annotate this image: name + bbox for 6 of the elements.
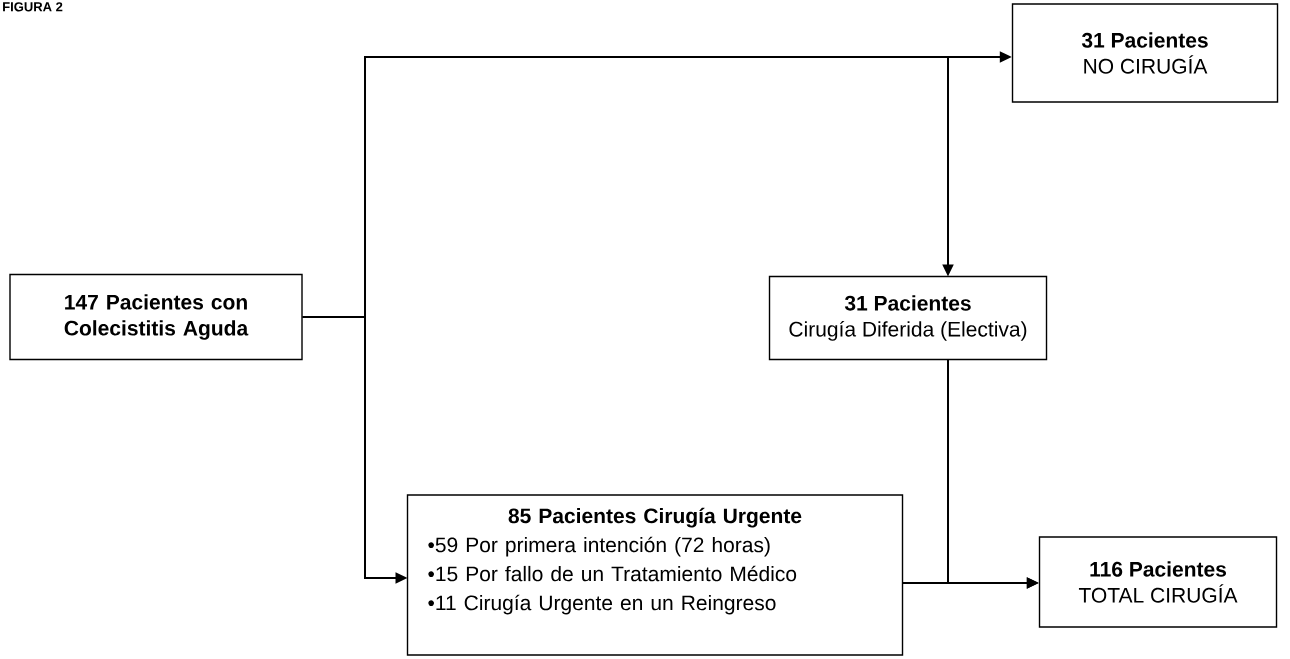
process-box: 116 Pacientes TOTAL CIRUGÍA (1038, 536, 1278, 628)
process-box: 147 Pacientes con Colecistitis Aguda (9, 273, 303, 361)
process-box: 31 Pacientes Cirugía Diferida (Electiva) (768, 275, 1048, 361)
process-box: 85 Pacientes Cirugía Urgente •59 Por primera intención (72 horas) •15 Por fallo de un Tratamiento Médico •11 Cirugía Urgente en un Reingreso (406, 494, 904, 656)
figure-label: FIGURA 2 (3, 2, 63, 12)
process-box: 31 Pacientes NO CIRUGÍA (1011, 3, 1279, 103)
